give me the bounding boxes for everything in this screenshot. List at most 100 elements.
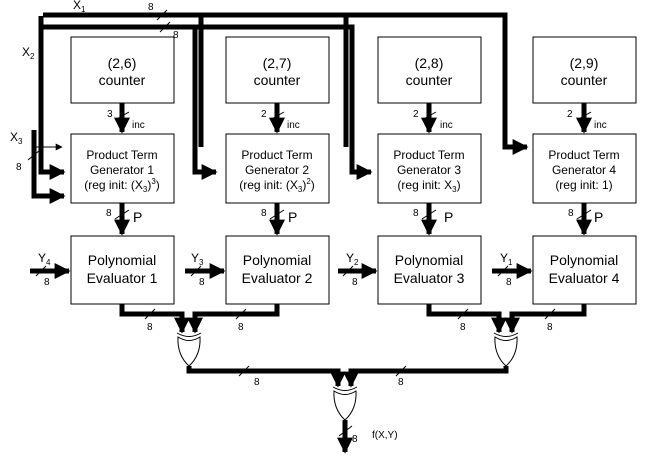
y3-label: Y3	[191, 251, 204, 267]
x2-bus: 8	[38, 16, 373, 181]
svg-text:Product Term: Product Term	[86, 148, 157, 162]
p-width: 8	[413, 208, 419, 219]
svg-text:Polynomial: Polynomial	[550, 252, 618, 268]
product-term-generator-1: Product Term Generator 1 (reg init: (X3)…	[70, 133, 175, 204]
inc-width: 2	[413, 109, 419, 120]
inc-connection-4: 2 inc	[567, 103, 607, 134]
counter-params: (2,8)	[415, 55, 444, 71]
output-label: f(X,Y)	[372, 430, 398, 441]
counter-name: counter	[406, 72, 453, 88]
y1-label: Y1	[500, 251, 513, 267]
x2-bus-width: 8	[173, 30, 179, 41]
xor-gate-final	[332, 386, 358, 421]
p-width: 8	[568, 208, 574, 219]
svg-text:Evaluator 1: Evaluator 1	[87, 270, 158, 286]
svg-text:Evaluator 4: Evaluator 4	[549, 270, 620, 286]
svg-text:8: 8	[352, 434, 358, 445]
counter-params: (2,6)	[108, 55, 137, 71]
final-output: 8 f(X,Y)	[336, 420, 398, 454]
x3-label: X3	[10, 130, 23, 146]
reg-init: (reg init: X3)	[397, 178, 460, 194]
svg-text:Evaluator 3: Evaluator 3	[394, 270, 465, 286]
y4-label: Y4	[38, 251, 51, 267]
y4-input: Y4 8	[30, 251, 71, 288]
y2-label: Y2	[346, 251, 359, 267]
reg-init: (reg init: (X3)2)	[239, 177, 315, 194]
svg-text:Generator 1: Generator 1	[90, 163, 154, 177]
p-label: P	[288, 209, 297, 225]
svg-text:8: 8	[460, 322, 466, 333]
p-label: P	[444, 209, 453, 225]
svg-text:8: 8	[506, 277, 512, 288]
inc-connection-1: 3 inc	[107, 103, 145, 134]
counter-1: (2,6) counter	[70, 36, 175, 104]
inc-label: inc	[132, 120, 145, 131]
xor-to-final: 8 8	[186, 365, 509, 388]
y1-input: Y1 8	[492, 251, 533, 288]
inc-width: 2	[567, 109, 573, 120]
evaluator-outputs: 8 8 8 8	[119, 304, 587, 334]
reg-init: (reg init: 1)	[555, 178, 612, 192]
x3-bus-width: 8	[16, 162, 22, 173]
svg-text:8: 8	[44, 277, 50, 288]
svg-text:8: 8	[547, 322, 553, 333]
p-connection-1: 8 P	[106, 203, 142, 236]
product-term-generator-2: Product Term Generator 2 (reg init: (X3)…	[225, 133, 330, 204]
svg-text:Polynomial: Polynomial	[395, 252, 463, 268]
svg-text:8: 8	[238, 322, 244, 333]
svg-text:Generator 4: Generator 4	[552, 163, 616, 177]
svg-text:Polynomial: Polynomial	[88, 252, 156, 268]
y3-input: Y3 8	[185, 251, 226, 288]
p-connection-4: 8 P	[568, 203, 603, 236]
inc-connection-2: 2 inc	[261, 103, 300, 134]
svg-text:8: 8	[398, 377, 404, 388]
inc-width: 2	[261, 109, 267, 120]
svg-text:Evaluator 2: Evaluator 2	[242, 270, 313, 286]
inc-connection-3: 2 inc	[413, 103, 453, 134]
x1-bus: 8	[43, 2, 529, 156]
xor-gate-left	[176, 332, 202, 367]
polynomial-evaluator-2: Polynomial Evaluator 2	[225, 235, 330, 305]
counter-name: counter	[99, 72, 146, 88]
inc-label: inc	[594, 120, 607, 131]
counter-2: (2,7) counter	[225, 36, 330, 104]
polynomial-evaluator-3: Polynomial Evaluator 3	[377, 235, 482, 305]
counter-name: counter	[561, 72, 608, 88]
svg-text:8: 8	[147, 322, 153, 333]
x3-bus: 8	[16, 130, 66, 205]
svg-text:Generator 3: Generator 3	[397, 163, 461, 177]
x1-label: X1	[73, 0, 86, 14]
counter-name: counter	[254, 72, 301, 88]
inc-width: 3	[107, 109, 113, 120]
counter-3: (2,8) counter	[377, 36, 482, 104]
svg-text:Product Term: Product Term	[393, 148, 464, 162]
polynomial-evaluator-4: Polynomial Evaluator 4	[532, 235, 637, 305]
inc-label: inc	[440, 120, 453, 131]
svg-text:Product Term: Product Term	[548, 148, 619, 162]
p-label: P	[133, 209, 142, 225]
p-label: P	[594, 209, 603, 225]
p-connection-3: 8 P	[413, 203, 453, 236]
svg-text:8: 8	[352, 277, 358, 288]
svg-text:Generator 2: Generator 2	[245, 163, 309, 177]
reg-init: (reg init: (X3)3)	[84, 177, 160, 194]
product-term-generator-4: Product Term Generator 4 (reg init: 1)	[532, 133, 637, 204]
x2-label: X2	[22, 45, 35, 61]
svg-text:Polynomial: Polynomial	[243, 252, 311, 268]
xor-gate-right	[493, 332, 519, 367]
p-width: 8	[261, 208, 267, 219]
counter-params: (2,7)	[263, 55, 292, 71]
product-term-generator-3: Product Term Generator 3 (reg init: X3)	[377, 133, 482, 204]
polynomial-evaluator-1: Polynomial Evaluator 1	[70, 235, 175, 305]
counter-4: (2,9) counter	[532, 36, 637, 104]
p-width: 8	[106, 208, 112, 219]
svg-text:8: 8	[254, 377, 260, 388]
y2-input: Y2 8	[338, 251, 378, 288]
counter-params: (2,9)	[570, 55, 599, 71]
inc-label: inc	[287, 120, 300, 131]
svg-text:Product Term: Product Term	[241, 148, 312, 162]
x1-bus-width: 8	[148, 2, 154, 13]
svg-text:8: 8	[199, 277, 205, 288]
p-connection-2: 8 P	[261, 203, 297, 236]
